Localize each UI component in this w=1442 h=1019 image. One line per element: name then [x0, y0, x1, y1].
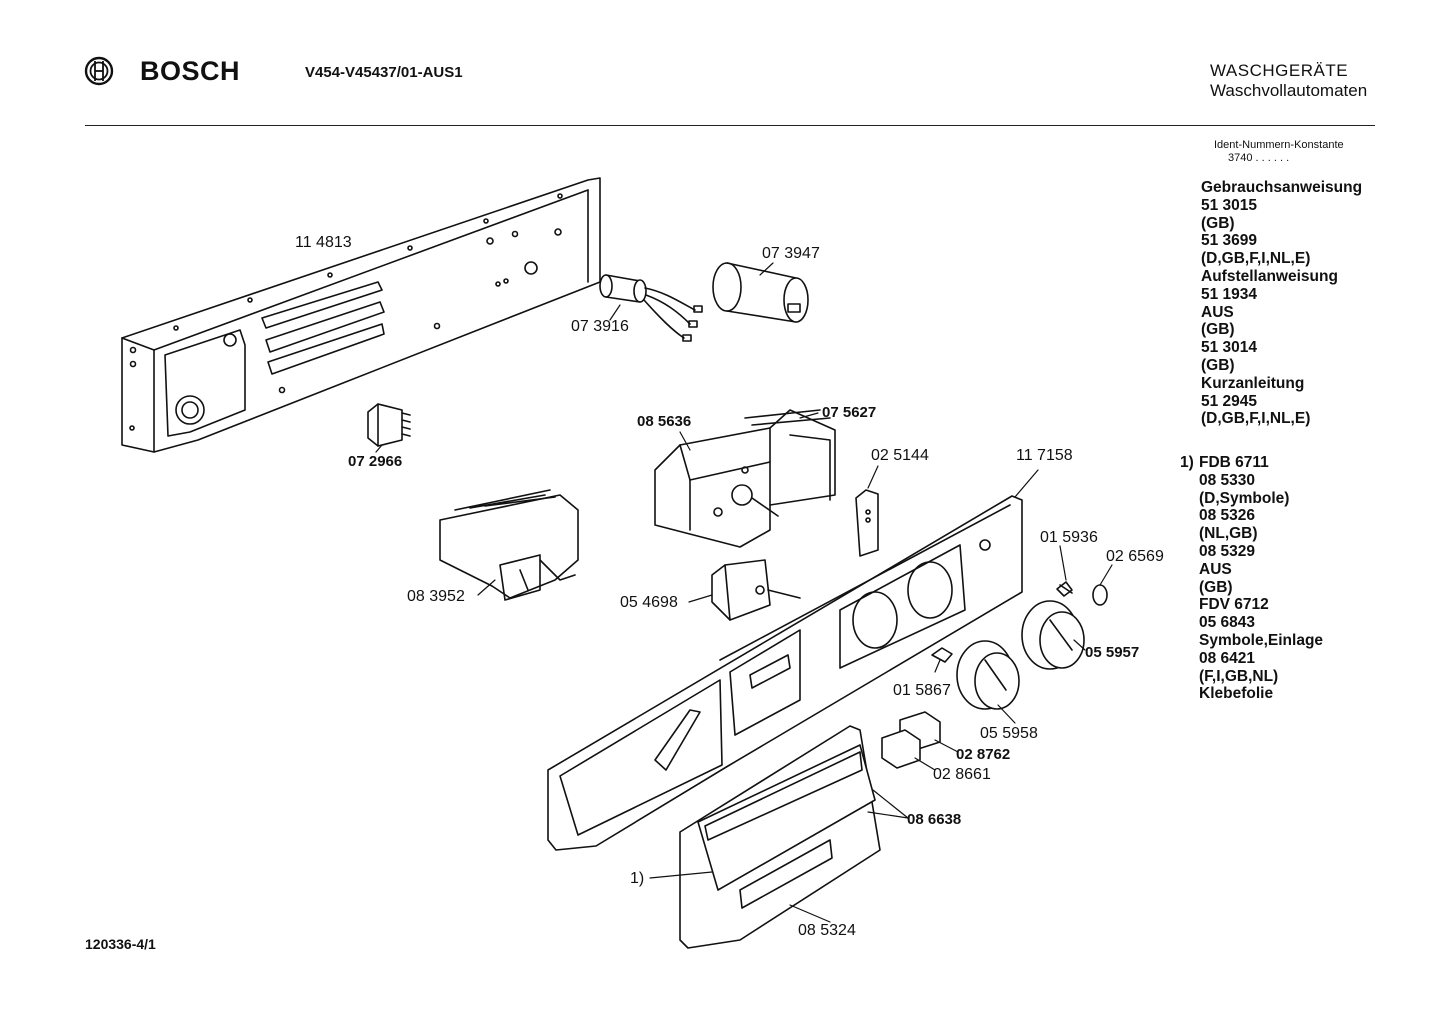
cap-part [1092, 584, 1108, 606]
footnote-line: (D,Symbole) [1199, 489, 1290, 507]
footnote-line: 05 6843 [1199, 614, 1256, 632]
part-label: 02 6569 [1106, 548, 1164, 565]
part-label: 01 5936 [1040, 529, 1098, 546]
document-line: AUS [1201, 303, 1234, 321]
part-label: 1) [630, 870, 645, 887]
part-label: 08 6638 [907, 811, 962, 828]
document-line: 51 3699 [1201, 232, 1258, 250]
knob-part [956, 640, 1020, 710]
document-line: 51 3015 [1201, 196, 1258, 214]
drawing-number: 120336-4/1 [85, 936, 156, 952]
bosch-logo-icon [84, 56, 114, 86]
footnote-line: (GB) [1199, 578, 1233, 596]
footnote-marker: 1) [1180, 454, 1194, 471]
capacitor-part [712, 262, 809, 323]
part-label: 07 3947 [762, 245, 820, 262]
ident-value: 3740 . . . . . . [1228, 152, 1290, 164]
part-label: 08 5324 [798, 922, 856, 939]
category-title: WASCHGERÄTE [1210, 61, 1349, 80]
model-number: V454-V45437/01-AUS1 [305, 64, 463, 81]
part-label: 05 5958 [980, 725, 1038, 742]
suppressor-part [599, 274, 703, 342]
leader-lines [375, 262, 1113, 923]
clip-part [931, 647, 953, 663]
document-line: Gebrauchsanweisung [1201, 179, 1363, 196]
document-line: (D,GB,F,I,NL,E) [1201, 410, 1311, 428]
knob-part [1021, 600, 1085, 670]
small-switch-part [711, 559, 801, 621]
part-label: 08 3952 [407, 588, 465, 605]
relay-part [367, 403, 411, 447]
part-label: 08 5636 [637, 413, 692, 430]
fascia-part [679, 725, 881, 949]
document-list: Gebrauchsanweisung 51 3015 (GB) 51 3699 … [1201, 179, 1362, 428]
brand-name: BOSCH [140, 56, 241, 86]
document-line: (GB) [1201, 214, 1235, 232]
footnote-line: FDV 6712 [1199, 596, 1269, 614]
screw-part [1056, 581, 1073, 597]
category-subtitle: Waschvollautomaten [1210, 81, 1368, 100]
ident-label: Ident-Nummern-Konstante [1214, 139, 1344, 151]
footnote-line: Symbole,Einlage [1199, 631, 1324, 649]
document-line: (GB) [1201, 321, 1235, 339]
footnote-line: Klebefolie [1199, 685, 1274, 703]
part-label: 01 5867 [893, 682, 951, 699]
document-line: (GB) [1201, 356, 1235, 374]
footnote-list: FDB 6711 08 5330 (D,Symbole) 08 5326 (NL… [1199, 454, 1323, 703]
header-divider [85, 125, 1375, 126]
document-line: 51 3014 [1201, 339, 1258, 357]
part-label: 11 4813 [295, 234, 352, 251]
document-line: 51 1934 [1201, 285, 1258, 303]
push-button-part [881, 711, 941, 769]
part-label: 07 5627 [822, 404, 877, 421]
part-label: 02 5144 [871, 447, 929, 464]
part-label: 11 7158 [1016, 447, 1073, 464]
footnote-line: 08 6421 [1199, 649, 1256, 667]
contact-part [855, 489, 879, 557]
footnote-line: (NL,GB) [1199, 525, 1258, 543]
part-label: 05 4698 [620, 594, 678, 611]
footnote-line: (F,I,GB,NL) [1199, 667, 1279, 685]
footnote-line: 08 5326 [1199, 507, 1256, 525]
part-label: 02 8762 [956, 746, 1011, 763]
timer-part [654, 409, 836, 548]
document-line: 51 2945 [1201, 392, 1258, 410]
part-label: 05 5957 [1085, 644, 1140, 661]
footnote-line: AUS [1199, 560, 1232, 578]
part-label: 02 8661 [933, 766, 991, 783]
program-switch-part [439, 489, 579, 601]
rear-panel-part [121, 177, 601, 453]
document-line: Kurzanleitung [1201, 374, 1305, 392]
footnote-line: FDB 6711 [1199, 454, 1269, 471]
footnote-line: 08 5330 [1199, 471, 1256, 489]
part-label: 07 3916 [571, 318, 629, 335]
footnote-line: 08 5329 [1199, 542, 1256, 560]
part-label: 07 2966 [348, 453, 403, 470]
document-line: Aufstellanweisung [1201, 267, 1338, 285]
document-line: (D,GB,F,I,NL,E) [1201, 250, 1311, 268]
